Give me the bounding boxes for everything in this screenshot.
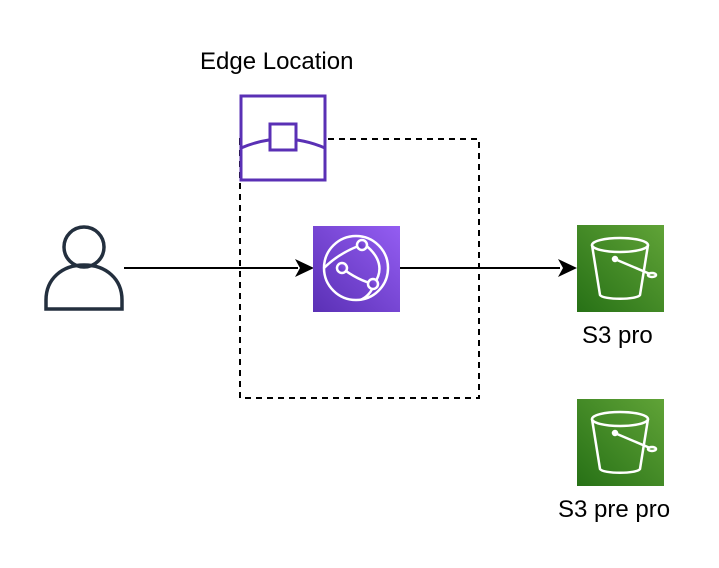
cloudfront-icon[interactable] [313,226,400,312]
arrow-cloudfront-to-s3-pro [400,259,577,277]
s3-pro-label: S3 pro [582,322,653,349]
edge-location-label: Edge Location [200,48,354,75]
edge-location-icon[interactable] [239,94,327,182]
s3-pre-pro-label: S3 pre pro [558,496,671,523]
s3-bucket-icon[interactable] [577,225,664,312]
user-icon[interactable] [44,225,124,311]
s3-bucket-icon-pre-pro[interactable] [577,399,664,486]
arrow-user-to-cloudfront [124,259,314,277]
